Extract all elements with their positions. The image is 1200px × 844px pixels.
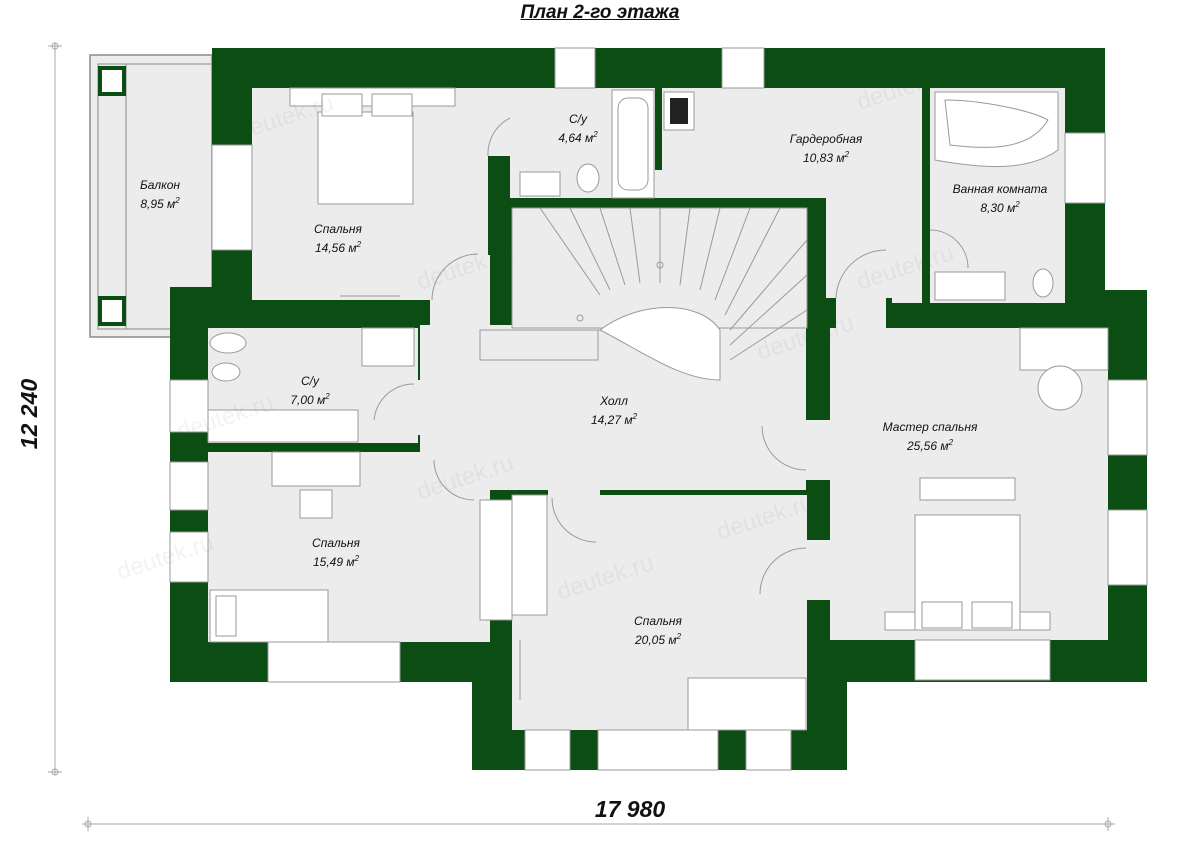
room-area: 15,49 м2 xyxy=(312,551,360,570)
room-label-bedroom-1: Спальня 14,56 м2 xyxy=(314,222,362,256)
height-dimension-label: 12 240 xyxy=(16,378,42,450)
room-area: 14,27 м2 xyxy=(591,409,637,428)
room-area-unit-exponent: 2 xyxy=(844,150,850,159)
fixtures xyxy=(207,87,1109,731)
room-area-unit-exponent: 2 xyxy=(175,196,180,205)
room-area-value: 20,05 м xyxy=(634,633,677,647)
room-label-bedroom-2: Спальня 15,49 м2 xyxy=(312,536,360,570)
room-area-value: 7,00 м xyxy=(290,393,326,407)
door-openings xyxy=(418,88,922,600)
room-area-unit-exponent: 2 xyxy=(354,554,360,563)
room-label-balcony: Балкон 8,95 м2 xyxy=(140,178,180,212)
room-name: С/у xyxy=(301,374,319,388)
door-swings xyxy=(373,117,969,595)
room-name: Ванная комната xyxy=(952,182,1048,196)
room-label-hall: Холл 14,27 м2 xyxy=(591,394,637,428)
plan-title: План 2-го этажа xyxy=(520,2,680,23)
room-area: 14,56 м2 xyxy=(314,237,362,256)
dimension-lines xyxy=(48,42,1115,831)
room-label-master-bedroom: Мастер спальня 25,56 м2 xyxy=(883,420,978,454)
room-area-value: 15,49 м xyxy=(312,555,355,569)
room-area: 8,95 м2 xyxy=(140,193,180,212)
room-area: 7,00 м2 xyxy=(290,389,329,408)
room-area: 25,56 м2 xyxy=(883,435,978,454)
room-area-value: 8,95 м xyxy=(140,197,176,211)
staircase xyxy=(479,207,808,381)
room-name: Мастер спальня xyxy=(882,420,978,434)
room-name: Спальня xyxy=(314,222,362,236)
room-label-wc-1: С/у 4,64 м2 xyxy=(558,112,597,146)
room-area-unit-exponent: 2 xyxy=(676,632,682,641)
room-area-unit-exponent: 2 xyxy=(325,392,330,401)
room-area-value: 8,30 м xyxy=(980,201,1016,215)
room-name: Спальня xyxy=(634,614,682,628)
room-area: 20,05 м2 xyxy=(634,629,682,648)
room-area: 8,30 м2 xyxy=(953,197,1048,216)
room-label-wardrobe: Гардеробная 10,83 м2 xyxy=(790,132,863,166)
room-area-unit-exponent: 2 xyxy=(948,438,954,447)
room-name: С/у xyxy=(569,112,587,126)
room-area-unit-exponent: 2 xyxy=(593,130,598,139)
room-name: Спальня xyxy=(312,536,360,550)
room-area-value: 10,83 м xyxy=(802,151,845,165)
room-label-bedroom-3: Спальня 20,05 м2 xyxy=(634,614,682,648)
room-area-value: 25,56 м xyxy=(906,439,949,453)
room-area: 4,64 м2 xyxy=(558,127,597,146)
room-area-unit-exponent: 2 xyxy=(356,240,362,249)
room-label-wc-2: С/у 7,00 м2 xyxy=(290,374,329,408)
room-name: Холл xyxy=(600,394,628,408)
room-area-value: 14,27 м xyxy=(590,413,633,427)
room-name: Гардеробная xyxy=(789,132,863,146)
width-dimension-label: 17 980 xyxy=(594,796,666,822)
windows xyxy=(169,47,1148,771)
room-label-bathroom: Ванная комната 8,30 м2 xyxy=(953,182,1048,216)
room-name: Балкон xyxy=(139,178,181,192)
room-area-unit-exponent: 2 xyxy=(1015,200,1020,209)
room-area-value: 4,64 м xyxy=(558,131,594,145)
room-area: 10,83 м2 xyxy=(790,147,863,166)
room-area-unit-exponent: 2 xyxy=(632,412,638,421)
room-area-value: 14,56 м xyxy=(314,241,357,255)
